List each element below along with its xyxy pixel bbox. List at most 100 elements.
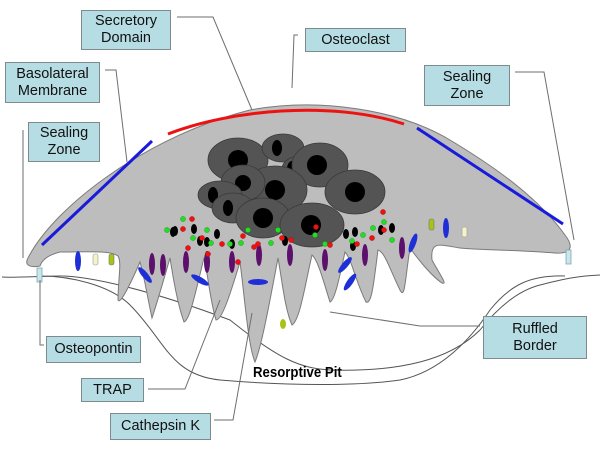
red-dot-17 <box>251 244 257 250</box>
black-vesicle-3 <box>214 229 220 239</box>
leader-osteoclast <box>291 34 298 89</box>
label-cathepsin-k: Cathepsin K <box>110 413 211 440</box>
black-vesicle-7 <box>343 229 349 239</box>
green-dot-10 <box>349 238 355 244</box>
leader-basolateral-membrane <box>105 69 128 163</box>
leader-trap <box>148 299 221 390</box>
red-dot-7 <box>288 237 294 243</box>
cathepsin-vesicle-3 <box>248 279 268 285</box>
black-vesicle-1 <box>191 224 197 234</box>
nucleolus-10 <box>301 215 321 235</box>
leader-osteopontin <box>39 280 44 346</box>
label-secretory-domain: Secretory Domain <box>81 10 171 50</box>
red-dot-5 <box>255 241 261 247</box>
green-dot-11 <box>360 232 366 238</box>
green-dot-9 <box>322 241 328 247</box>
label-osteopontin: Osteopontin <box>46 336 141 363</box>
label-sealing-zone-left: Sealing Zone <box>28 122 100 162</box>
green-dot-14 <box>389 237 395 243</box>
leader-sealing-zone-right <box>515 71 575 241</box>
label-resorptive-pit: Resorptive Pit <box>253 364 342 381</box>
nucleolus-9 <box>253 208 273 228</box>
red-dot-4 <box>235 259 241 265</box>
leader-secretory-domain <box>177 16 253 111</box>
green-dot-3 <box>208 240 214 246</box>
nucleolus-4 <box>345 182 365 202</box>
green-dot-16 <box>245 227 251 233</box>
osteopontin-marker-left <box>36 267 43 283</box>
red-dot-16 <box>240 233 246 239</box>
green-dot-8 <box>312 232 318 238</box>
sealing-zone-right-line <box>416 126 564 226</box>
pale-yellow-marker <box>92 253 99 266</box>
trap-vesicle-1 <box>183 251 189 273</box>
red-dot-8 <box>313 224 319 230</box>
label-trap: TRAP <box>81 378 144 402</box>
label-sealing-zone-right: Sealing Zone <box>424 65 510 106</box>
yellow-green-marker-right <box>428 218 435 231</box>
nucleolus-8 <box>223 200 233 216</box>
red-dot-11 <box>369 235 375 241</box>
red-dot-0 <box>189 216 195 222</box>
nucleolus-7 <box>208 187 218 203</box>
secretory-domain-line <box>167 108 405 136</box>
leader-cathepsin-k <box>214 312 253 421</box>
trap-vesicle-8 <box>399 237 405 259</box>
nucleolus-5 <box>265 180 285 200</box>
black-vesicle-2 <box>204 237 210 247</box>
cathepsin-vesicle-2 <box>191 274 209 286</box>
green-dot-7 <box>268 240 274 246</box>
label-basolateral-membrane: Basolateral Membrane <box>5 62 100 103</box>
nucleolus-3 <box>307 155 327 175</box>
cathepsin-vesicle-5 <box>343 273 357 291</box>
nucleolus-1 <box>272 140 282 156</box>
yellow-green-tip <box>280 319 286 329</box>
trap-vesicle-4 <box>256 244 262 266</box>
trap-vesicle-7 <box>362 244 368 266</box>
green-dot-5 <box>238 240 244 246</box>
black-vesicle-12 <box>389 223 395 233</box>
resorptive-pit-outline <box>39 275 566 385</box>
red-dot-9 <box>327 242 333 248</box>
trap-vesicle-6 <box>322 249 328 271</box>
vesicles <box>75 209 449 291</box>
red-dot-10 <box>354 241 360 247</box>
red-dot-14 <box>185 245 191 251</box>
green-dot-4 <box>227 241 233 247</box>
green-dot-13 <box>381 219 387 225</box>
sealing-zone-left-line <box>40 139 154 247</box>
green-dot-2 <box>190 235 196 241</box>
cathepsin-vesicle-4 <box>338 257 352 273</box>
red-dot-3 <box>219 241 225 247</box>
cathepsin-vesicle-6 <box>408 233 418 253</box>
cathepsin-vesicle-7 <box>443 218 449 238</box>
black-vesicle-10 <box>172 226 178 236</box>
leader-ruffled-border <box>329 311 480 327</box>
green-dot-6 <box>275 227 281 233</box>
pale-yellow-marker-right <box>461 226 468 238</box>
green-dot-1 <box>204 227 210 233</box>
trap-vesicle-3 <box>229 251 235 273</box>
bone-surface-line <box>1 274 600 371</box>
red-dot-1 <box>180 226 186 232</box>
red-dot-15 <box>205 251 211 257</box>
trap-vesicle-0 <box>149 253 155 275</box>
green-dot-12 <box>370 225 376 231</box>
black-vesicle-8 <box>352 227 358 237</box>
cathepsin-vesicle-0 <box>75 251 81 271</box>
tips <box>92 218 468 329</box>
black-vesicle-11 <box>378 225 384 235</box>
green-dot-0 <box>180 216 186 222</box>
label-ruffled-border: Ruffled Border <box>483 316 587 359</box>
trap-vesicle-9 <box>160 254 166 276</box>
cathepsin-vesicle-1 <box>138 267 152 283</box>
red-dot-6 <box>279 235 285 241</box>
red-dot-13 <box>381 227 387 233</box>
nucleolus-6 <box>235 175 251 191</box>
red-dot-2 <box>199 235 205 241</box>
yellow-green-marker <box>108 253 115 266</box>
green-dot-15 <box>164 227 170 233</box>
label-osteoclast: Osteoclast <box>305 28 406 52</box>
red-dot-12 <box>380 209 386 215</box>
